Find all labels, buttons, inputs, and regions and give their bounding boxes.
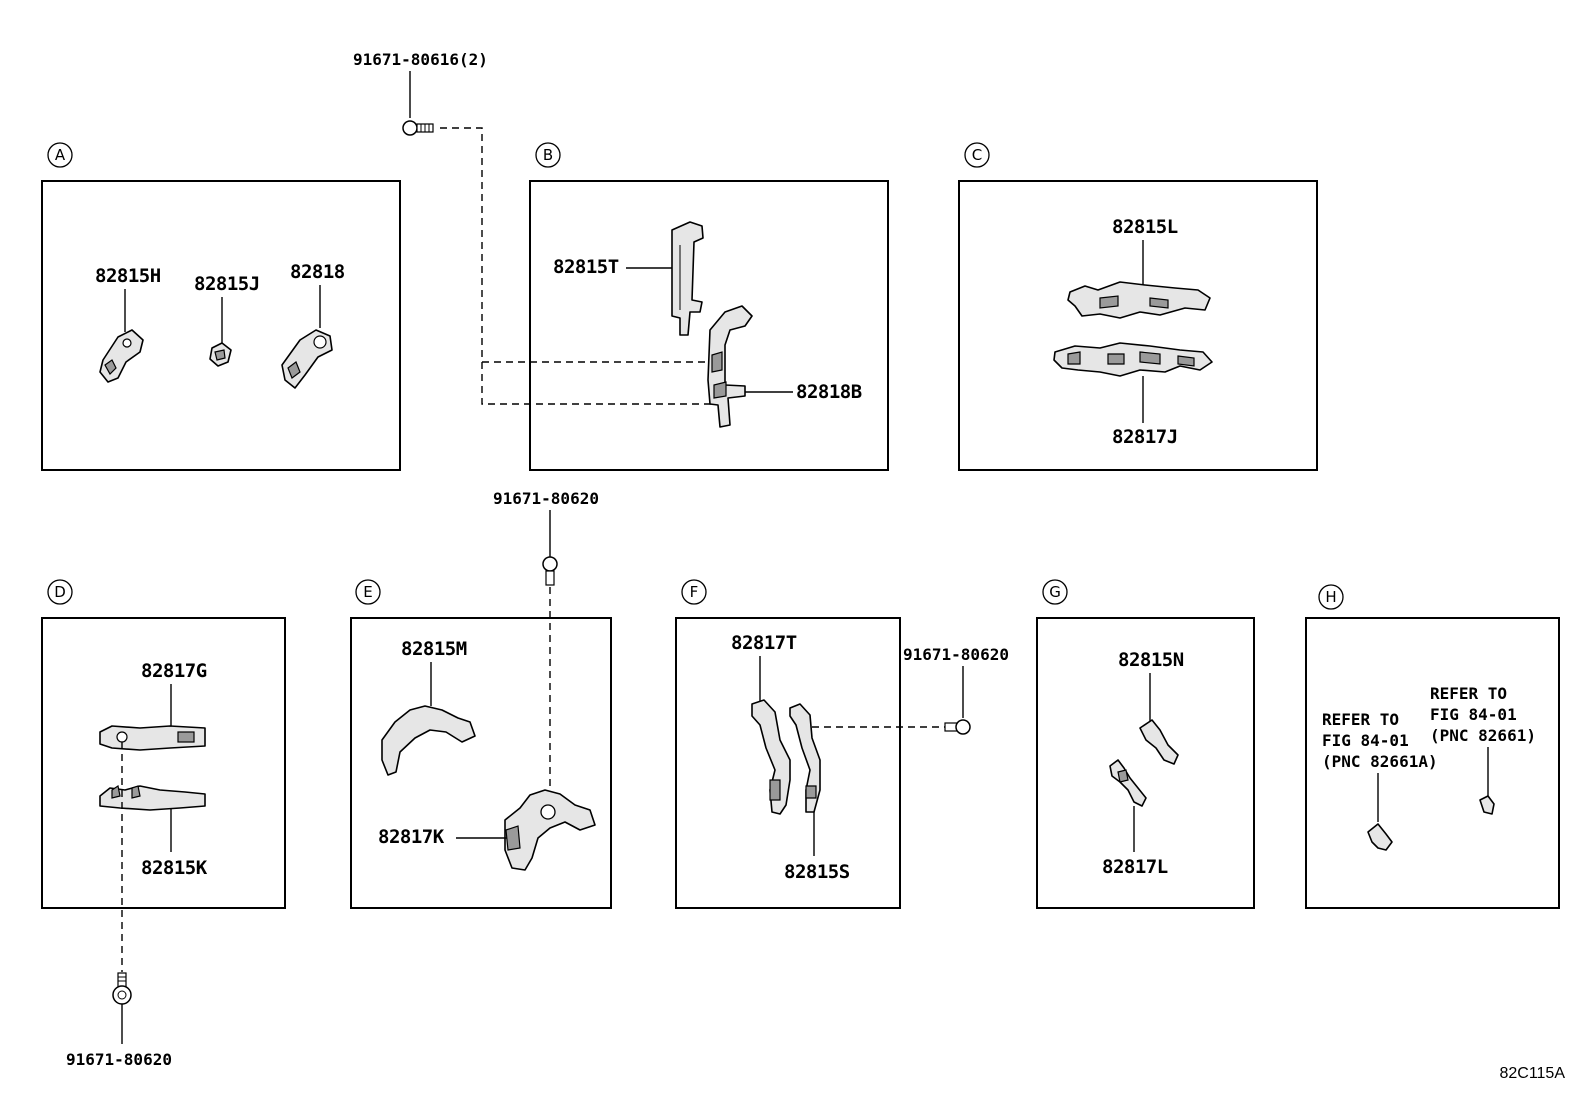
label-82818: 82818 (290, 261, 345, 283)
group-g-letter: G (1049, 583, 1061, 601)
group-c: C 82815L 82817J (958, 142, 1318, 471)
refer-b-line1: REFER TO (1430, 684, 1507, 703)
group-e-letter: E (363, 583, 372, 601)
part-82815M[interactable] (381, 705, 476, 776)
bolt-top[interactable]: 91671-80616(2) (353, 50, 488, 136)
group-h-frame (1305, 617, 1560, 909)
label-82817K: 82817K (378, 826, 445, 848)
part-82818B[interactable] (707, 305, 753, 428)
part-82815H[interactable] (99, 329, 144, 383)
bolt-e-label: 91671-80620 (493, 489, 599, 508)
part-82817L[interactable] (1109, 759, 1147, 807)
part-82817K[interactable] (504, 789, 596, 871)
group-e-frame (350, 617, 612, 909)
label-82815N: 82815N (1118, 649, 1184, 671)
bolt-f-label: 91671-80620 (903, 645, 1009, 664)
label-82818B: 82818B (796, 381, 862, 403)
label-82815S: 82815S (784, 861, 850, 883)
bolt-d-label: 91671-80620 (66, 1050, 172, 1069)
group-d-letter: D (54, 583, 66, 601)
refer-a-line3: (PNC 82661A) (1322, 752, 1438, 771)
group-b-frame (529, 180, 889, 471)
label-82815T: 82815T (553, 256, 619, 278)
group-c-frame (958, 180, 1318, 471)
bolt-e[interactable]: 91671-80620 (493, 489, 599, 586)
group-g-frame (1036, 617, 1255, 909)
group-f: F 82817T 82815S (675, 579, 901, 909)
refer-b-line3: (PNC 82661) (1430, 726, 1536, 745)
refer-a-line1: REFER TO (1322, 710, 1399, 729)
group-h: H REFER TO FIG 84-01 (PNC 82661A) REFER … (1305, 584, 1560, 909)
part-82817J[interactable] (1053, 342, 1213, 377)
part-82815N[interactable] (1139, 719, 1179, 765)
group-c-letter: C (972, 146, 982, 164)
part-82817G[interactable] (99, 725, 206, 751)
part-82817T[interactable] (751, 699, 791, 815)
part-82661A[interactable] (1367, 823, 1393, 851)
label-82817G: 82817G (141, 660, 207, 682)
bolt-f[interactable]: 91671-80620 (903, 645, 1009, 735)
part-82815L[interactable] (1067, 281, 1211, 319)
label-82815M: 82815M (401, 638, 467, 660)
group-d-frame (41, 617, 286, 909)
group-a: A 82815H 82815J 82818 (41, 142, 401, 471)
part-82815T[interactable] (671, 221, 704, 336)
group-g: G 82815N 82817L (1036, 579, 1255, 909)
group-f-letter: F (690, 583, 699, 601)
label-82817T: 82817T (731, 632, 797, 654)
part-82815S[interactable] (789, 703, 821, 813)
label-82815J: 82815J (194, 273, 260, 295)
label-82815H: 82815H (95, 265, 161, 287)
refer-a-line2: FIG 84-01 (1322, 731, 1409, 750)
group-b-letter: B (543, 146, 553, 164)
refer-b-line2: FIG 84-01 (1430, 705, 1517, 724)
part-82818[interactable] (281, 329, 333, 389)
label-82817L: 82817L (1102, 856, 1168, 878)
group-b: B 82815T 82818B (529, 142, 889, 471)
bolt-d[interactable]: 91671-80620 (66, 972, 172, 1069)
group-e: E 82815M 82817K (350, 579, 612, 909)
part-82661[interactable] (1479, 795, 1495, 815)
part-82815J[interactable] (209, 342, 232, 367)
part-82815K[interactable] (99, 785, 206, 811)
group-f-frame (675, 617, 901, 909)
label-82815K: 82815K (141, 857, 208, 879)
group-d: D 82817G 82815K (41, 579, 286, 909)
group-a-letter: A (55, 146, 66, 164)
bolt-top-label: 91671-80616(2) (353, 50, 488, 69)
group-h-letter: H (1325, 588, 1336, 606)
group-a-frame (41, 180, 401, 471)
label-82815L: 82815L (1112, 216, 1178, 238)
label-82817J: 82817J (1112, 426, 1178, 448)
figure-code: 82C115A (1499, 1065, 1565, 1082)
